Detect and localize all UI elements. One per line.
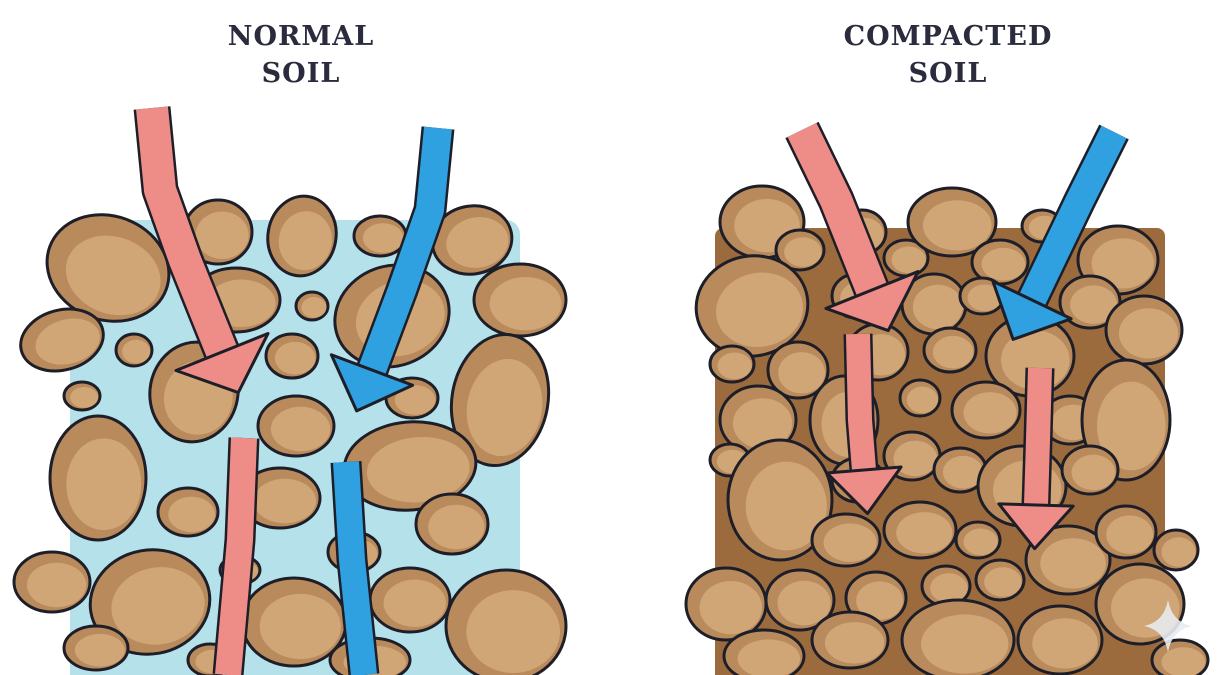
normal-soil-particle: [156, 486, 220, 538]
compacted-soil-particle: [958, 276, 1006, 316]
water-flow-arrow: [991, 124, 1129, 341]
air-flow-arrow: [212, 437, 260, 675]
normal-soil-particle: [266, 194, 338, 278]
compacted-soil-particle: [1152, 528, 1200, 572]
compacted-soil-particles: [684, 184, 1210, 675]
compacted-soil-particle: [718, 384, 798, 456]
compacted-soil-particle: [882, 500, 958, 560]
air-flow-arrow: [785, 121, 920, 333]
compacted-soil-particle: [1150, 638, 1210, 675]
compacted-soil-particle: [708, 442, 752, 478]
normal-soil-particle: [88, 548, 212, 656]
normal-soil-title-line2: SOIL: [261, 58, 341, 89]
normal-soil-particle: [430, 204, 514, 276]
normal-soil-particle: [352, 214, 408, 258]
normal-soil-particle: [449, 332, 551, 468]
normal-soil-particles: [12, 194, 568, 675]
compacted-soil-particle: [726, 438, 834, 562]
compacted-soil-particle: [766, 340, 830, 400]
compacted-soil-particle: [974, 558, 1026, 602]
compacted-soil-particle: [922, 326, 978, 374]
compacted-soil-particle: [694, 254, 810, 358]
compacted-soil-particle: [708, 344, 756, 384]
compacted-soil-particle: [810, 610, 890, 670]
compacted-soil-particle: [1094, 504, 1158, 560]
air-flow-arrow: [133, 106, 270, 395]
water-flow-arrow: [329, 126, 455, 413]
normal-soil-particle: [114, 332, 154, 368]
compacted-soil-particle: [684, 566, 768, 642]
compacted-soil-particle: [898, 378, 942, 418]
compacted-soil-particle: [970, 238, 1030, 286]
compacted-soil-particle: [810, 512, 882, 568]
air-flow-arrow: [825, 333, 903, 516]
normal-soil-particle: [19, 307, 105, 373]
compacted-soil-particle: [774, 228, 826, 272]
compacted-soil-particle: [1060, 444, 1120, 496]
compacted-soil-particle: [1058, 274, 1122, 330]
compacted-soil-particle: [764, 568, 836, 632]
normal-soil-particle: [264, 332, 320, 380]
compacted-soil-title: COMPACTED SOIL: [818, 18, 1078, 92]
compacted-soil-particle: [950, 380, 1022, 440]
compacted-soil-title-line2: SOIL: [908, 58, 988, 89]
compacted-soil-particle: [932, 446, 988, 494]
normal-soil-title: NORMAL SOIL: [171, 18, 431, 92]
normal-soil-particle: [240, 576, 348, 668]
air-flow-arrow: [997, 367, 1075, 551]
sparkle-icon: [1144, 600, 1192, 652]
normal-soil-particle: [256, 394, 336, 458]
compacted-soil-particle: [882, 238, 930, 278]
compacted-soil-particle: [722, 628, 806, 675]
normal-soil-particle: [12, 550, 92, 614]
normal-soil-particle: [342, 420, 478, 512]
compacted-soil-particle: [900, 598, 1016, 675]
water-flow-arrow: [330, 461, 380, 675]
normal-soil-particle: [368, 566, 452, 634]
compacted-soil-particle: [1024, 524, 1112, 596]
normal-soil-particle: [62, 380, 102, 412]
normal-soil-particle: [48, 414, 148, 542]
normal-soil-particle: [444, 568, 568, 675]
normal-soil-particle: [62, 624, 130, 672]
normal-soil-particle: [414, 492, 490, 556]
normal-soil-particle: [294, 290, 330, 322]
compacted-soil-title-line1: COMPACTED: [843, 21, 1053, 52]
compacted-soil-particle: [1016, 604, 1104, 675]
normal-soil-particle: [472, 262, 568, 338]
normal-soil-title-line1: NORMAL: [227, 21, 375, 52]
compacted-soil-particle: [920, 564, 972, 608]
flow-arrows: [133, 106, 1129, 675]
compacted-soil-particle: [954, 520, 1002, 560]
compacted-soil-particle: [1104, 294, 1184, 366]
compacted-soil-particle: [844, 570, 908, 626]
compacted-soil-particle: [906, 186, 998, 258]
